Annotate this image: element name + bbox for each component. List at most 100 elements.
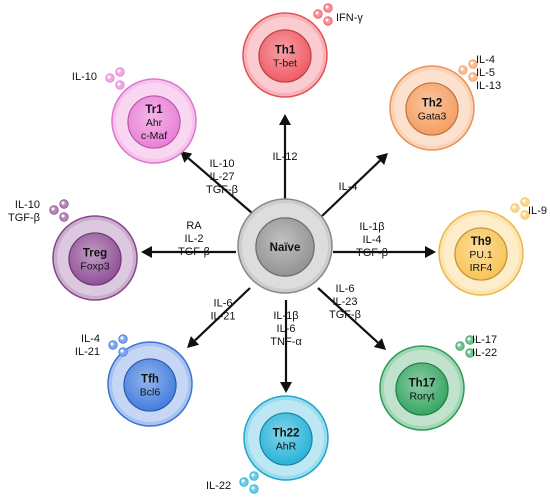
th9-inducer: IL-4 (363, 234, 382, 246)
tr1-inducer: IL-10 (209, 158, 234, 170)
th17-inducer: IL-23 (332, 296, 357, 308)
tfh-arrow-head (187, 336, 200, 348)
th17-cytokine: IL-17 (472, 334, 497, 346)
tfh-cytokine: IL-21 (75, 346, 100, 358)
naive-t-cell: Naïve (237, 198, 333, 294)
treg-arrow-head (141, 246, 152, 258)
th9-cell-name: Th9 (471, 236, 491, 248)
tfh-inducer-label: IL-6IL-21 (210, 298, 235, 323)
tfh-inducer: IL-21 (210, 311, 235, 323)
th2-inducer: IL-4 (339, 181, 358, 193)
th2-cytokine-label: IL-4IL-5IL-13 (476, 54, 501, 92)
tr1-cytokine-dot-highlight (107, 75, 111, 79)
th9-inducer: TGF-β (356, 247, 388, 259)
th22-cell-name: Th22 (273, 428, 300, 440)
th1-arrow-head (279, 114, 291, 125)
treg-cytokine-dot-highlight (61, 201, 65, 205)
treg-transcription-factor: Foxp3 (80, 261, 109, 273)
tr1-transcription-factor: Ahr (146, 117, 163, 129)
th1-transcription-factor: T-bet (273, 58, 297, 70)
th2-cytokine-dot-highlight (470, 74, 474, 78)
th2-cytokine: IL-4 (476, 54, 495, 66)
th2-cell-name: Th2 (422, 98, 442, 110)
tfh-cytokine: IL-4 (81, 333, 100, 345)
tr1-arrow-head (180, 151, 193, 163)
treg-inducer: RA (186, 220, 202, 232)
th22-cytokine-dot-highlight (251, 486, 255, 490)
treg-cell-nucleus (68, 232, 122, 286)
th2-inducer-label: IL-4 (339, 181, 358, 193)
th9-secreted-cytokine-dots (510, 197, 530, 220)
th1-cell-nucleus (258, 29, 312, 83)
tfh-inducer: IL-6 (214, 298, 233, 310)
th17-transcription-factor: Rorγt (409, 391, 434, 403)
th17-secreted-cytokine-dots (455, 335, 475, 358)
treg-inducer: TGF-β (178, 246, 210, 258)
th9-cytokine-dot-highlight (512, 205, 516, 209)
arrows-layer (141, 114, 436, 393)
th2-cell-nucleus (405, 82, 459, 136)
treg-cytokine: TGF-β (8, 212, 40, 224)
tr1-transcription-factor: c-Maf (141, 130, 167, 142)
labels-layer: IFN-γIL-12IL-4IL-5IL-13IL-4IL-9IL-1βIL-4… (8, 12, 547, 492)
tr1-cell-name: Tr1 (145, 104, 163, 116)
naive-cell-name: Naïve (270, 242, 301, 254)
th1-cytokine-dot-highlight (325, 5, 329, 9)
treg-cytokine-dot-highlight (61, 214, 65, 218)
th17-arrow-head (373, 338, 386, 350)
th2-transcription-factor: Gata3 (418, 111, 447, 123)
tfh-cytokine-dot-highlight (120, 336, 124, 340)
th1-inducer-label: IL-12 (272, 151, 297, 163)
th1-cytokine-dot-highlight (325, 18, 329, 22)
th22-cytokine-dot-highlight (241, 479, 245, 483)
tfh-cytokine-label: IL-4IL-21 (75, 333, 100, 358)
th17-cytokine: IL-22 (472, 347, 497, 359)
th1-cytokine-label: IFN-γ (336, 12, 363, 24)
th17-inducer: TGF-β (329, 309, 361, 321)
th9-cytokine-label: IL-9 (528, 205, 547, 217)
treg-secreted-cytokine-dots (49, 199, 69, 222)
th17-cytokine-dot-highlight (467, 337, 471, 341)
th9-cytokine-dot-highlight (522, 212, 526, 216)
th22-cytokine: IL-22 (206, 480, 231, 492)
th1-secreted-cytokine-dots (313, 3, 333, 26)
tfh-cytokine-dot-highlight (120, 349, 124, 353)
tr1-secreted-cytokine-dots (105, 67, 125, 90)
tr1-cell-nucleus (127, 95, 181, 149)
th9-transcription-factor: PU.1 (469, 249, 493, 261)
th22-arrow-head (280, 382, 292, 393)
th22-cytokine-dot-highlight (251, 473, 255, 477)
th2-arrow-shaft (321, 159, 381, 217)
cells-layer: Naïve Th1T-betTh2Gata3Th9PU.1IRF4Th17Rorγ… (49, 3, 530, 494)
th9-transcription-factor: IRF4 (470, 262, 493, 274)
th9-cytokine: IL-9 (528, 205, 547, 217)
tr1-cytokine: IL-10 (72, 71, 97, 83)
th17-cytokine-dot-highlight (457, 343, 461, 347)
th2-cytokine-dot-highlight (470, 61, 474, 65)
th2-cytokine-dot-highlight (460, 67, 464, 71)
tr1-cytokine-label: IL-10 (72, 71, 97, 83)
th2-arrow-head (375, 153, 388, 165)
th9-cytokine-dot-highlight (522, 199, 526, 203)
th17-cytokine-dot-highlight (467, 350, 471, 354)
treg-inducer: IL-2 (185, 233, 204, 245)
naive-cell-nucleus (255, 217, 315, 277)
th17-cell-nucleus (395, 362, 449, 416)
th17-inducer: IL-6 (336, 283, 355, 295)
th1-cytokine: IFN-γ (336, 12, 363, 24)
treg-cytokine-dot-highlight (51, 207, 55, 211)
th22-cytokine-label: IL-22 (206, 480, 231, 492)
